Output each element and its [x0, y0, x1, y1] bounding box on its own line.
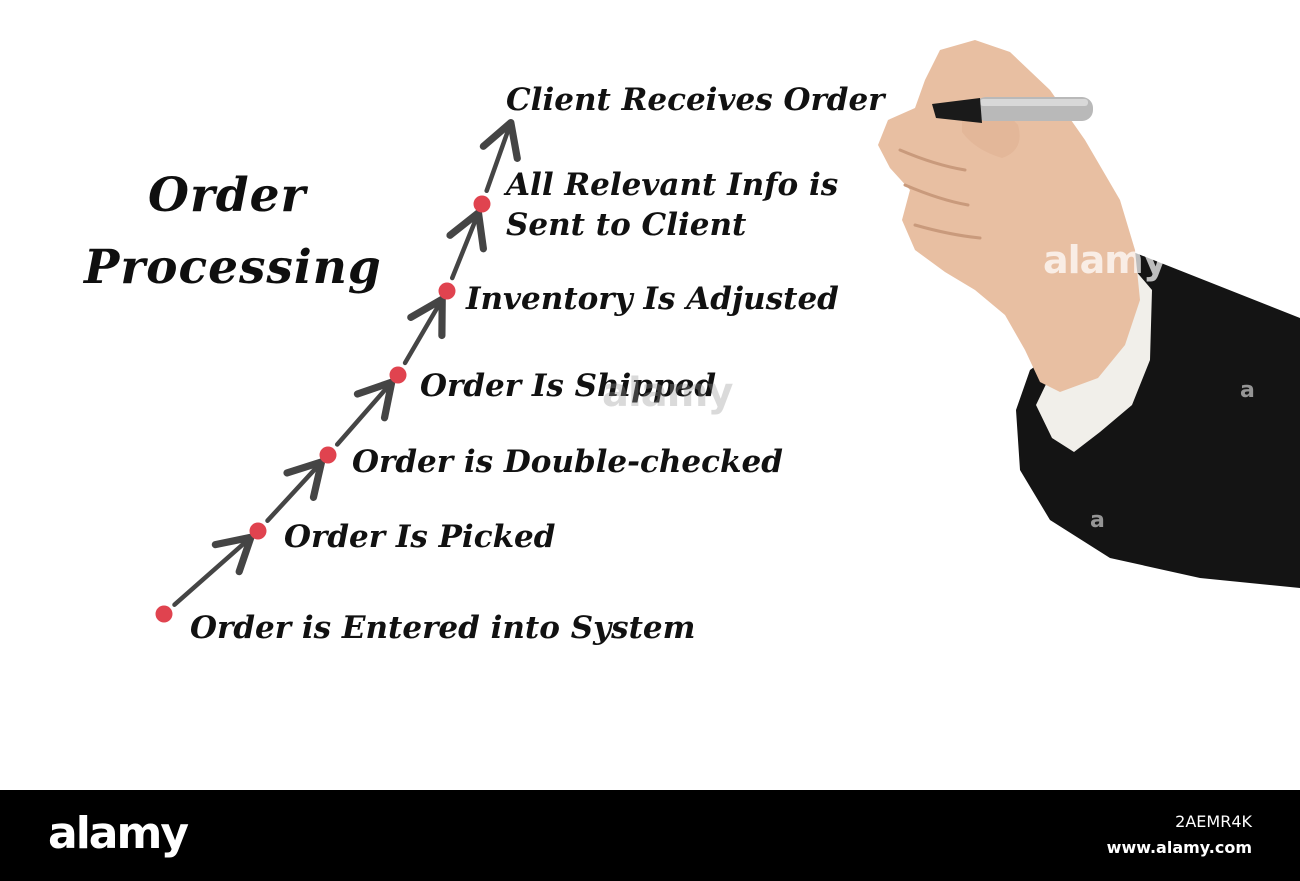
stock-footer-bar: alamy 2AEMR4K www.alamy.com: [0, 790, 1300, 881]
arrow-entered-to-picked: [172, 533, 255, 607]
step-label-picked: Order Is Picked: [284, 519, 556, 555]
step-label-double-checked: Order is Double-checked: [352, 444, 783, 480]
hand-finger-shade: [898, 148, 982, 240]
step-dot-picked: [249, 522, 267, 540]
diagram-canvas: Order Processing Order is Entered into S…: [84, 40, 1300, 646]
arrow-picked-to-double-checked: [265, 458, 326, 523]
step-label-entered: Order is Entered into System: [190, 610, 696, 646]
flow-dots: [155, 195, 491, 623]
step-label-client-receives: Client Receives Order: [506, 82, 885, 118]
watermark-a-1: a: [1240, 378, 1255, 403]
marker-tip: [932, 98, 982, 123]
step-dot-entered: [155, 605, 173, 623]
arrow-info-sent-to-client-receives: [479, 119, 521, 194]
alamy-logo: alamy: [48, 808, 189, 859]
diagram-title-line2: Processing: [84, 240, 382, 295]
hand-palm: [878, 40, 1140, 392]
watermark-mid: alamy: [602, 370, 733, 416]
step-label-shipped: Order Is Shipped: [420, 368, 717, 404]
step-label-inventory-adjusted: Inventory Is Adjusted: [466, 281, 839, 317]
diagram-title-line1: Order: [148, 168, 307, 223]
arrow-shipped-to-inventory-adjusted: [402, 295, 446, 366]
step-dot-info-sent: [473, 195, 491, 213]
step-dot-inventory-adjusted: [438, 282, 456, 300]
arrow-double-checked-to-shipped: [334, 378, 396, 447]
watermark-center: alamy: [1043, 238, 1168, 282]
site-url[interactable]: www.alamy.com: [1106, 838, 1252, 857]
step-dot-double-checked: [319, 446, 337, 464]
step-dot-shipped: [389, 366, 407, 384]
image-id: 2AEMR4K: [1175, 812, 1252, 831]
process-flow: [155, 119, 521, 623]
flow-arrows: [172, 119, 521, 607]
watermark-a-2: a: [1090, 508, 1105, 533]
step-label-info-sent-line1: All Relevant Info is: [506, 167, 839, 203]
hand-with-marker-image: [878, 40, 1300, 588]
arrow-inventory-adjusted-to-info-sent: [446, 209, 487, 281]
step-label-info-sent-line2: Sent to Client: [506, 207, 747, 243]
